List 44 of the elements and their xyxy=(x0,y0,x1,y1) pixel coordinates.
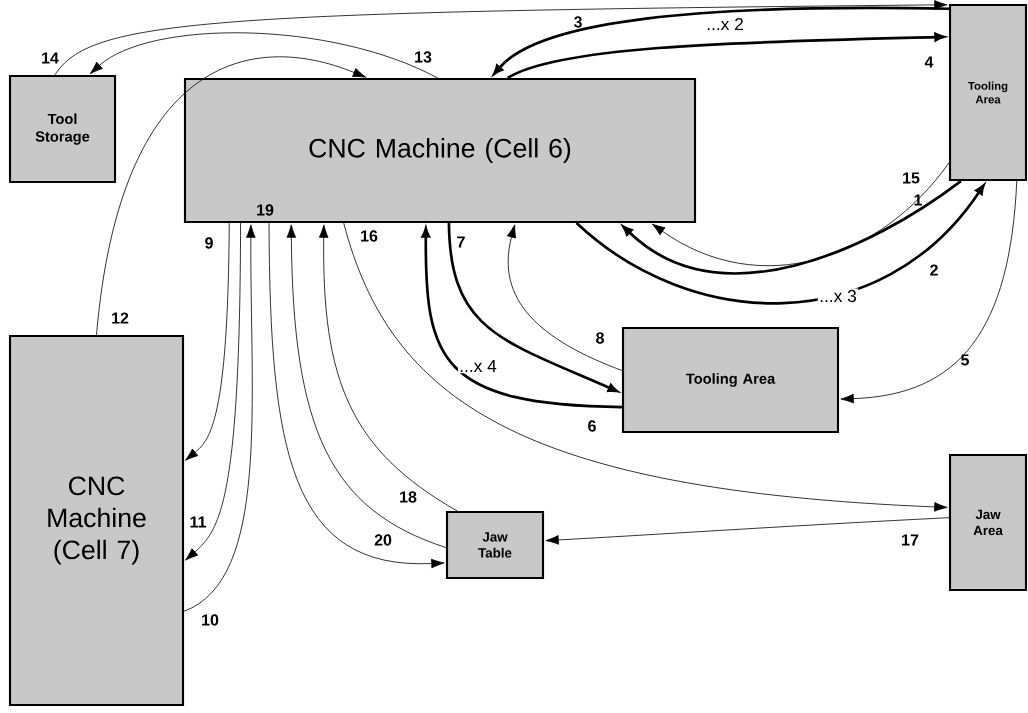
arrow xyxy=(575,184,985,305)
arrow xyxy=(447,223,619,393)
arrow xyxy=(185,222,241,561)
edge-label: 16 xyxy=(361,230,378,242)
arrow xyxy=(268,222,445,569)
edge-label: 10 xyxy=(202,614,219,626)
area-box: Tooling Area xyxy=(621,326,840,434)
edge-label: 2 xyxy=(930,264,938,276)
arrow xyxy=(651,162,950,267)
area-box: Tooling Area xyxy=(948,3,1028,182)
arrow xyxy=(343,222,948,512)
repeat-note: ...x 3 xyxy=(817,288,859,304)
edge-label: 6 xyxy=(588,420,596,432)
edge-label: 15 xyxy=(903,172,920,184)
arrow xyxy=(185,222,230,461)
edge-label: 19 xyxy=(257,204,274,216)
edge-label: 20 xyxy=(374,534,392,546)
edge-label: 9 xyxy=(205,237,213,249)
arrow xyxy=(286,224,447,548)
edge-label: 3 xyxy=(573,16,582,28)
arrow xyxy=(506,224,623,371)
edge-label: 1 xyxy=(914,194,922,206)
arrow xyxy=(89,32,438,79)
arrow xyxy=(840,180,1018,404)
edge-label: 17 xyxy=(902,534,919,546)
edge-label: 14 xyxy=(42,52,59,64)
edge-label: 12 xyxy=(112,312,129,324)
repeat-note: ...x 2 xyxy=(704,16,746,32)
edge-label: 7 xyxy=(457,236,465,248)
arrow xyxy=(622,179,962,275)
area-box: CNC Machine (Cell 7) xyxy=(8,334,185,707)
arrow xyxy=(96,56,367,336)
edge-label: 18 xyxy=(400,491,417,503)
arrow xyxy=(545,517,950,545)
area-box: Jaw Area xyxy=(948,453,1028,592)
area-box: Jaw Table xyxy=(445,510,545,580)
repeat-note: ...x 4 xyxy=(457,358,499,374)
arrow xyxy=(318,224,458,512)
edge-label: 11 xyxy=(190,516,206,528)
edge-label: 8 xyxy=(596,332,604,344)
edge-label: 13 xyxy=(415,51,432,63)
arrow xyxy=(183,224,256,612)
area-box: Tool Storage xyxy=(8,74,117,184)
edge-label: 5 xyxy=(961,354,969,366)
